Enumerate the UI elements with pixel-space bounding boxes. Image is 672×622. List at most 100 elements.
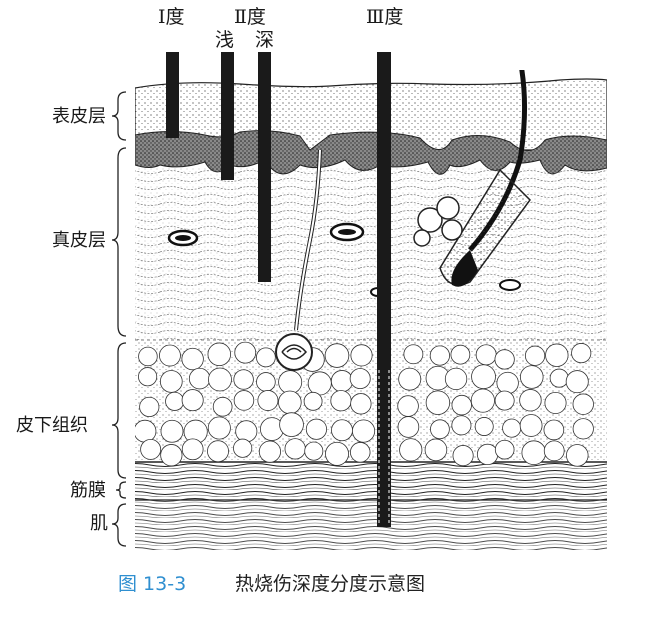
fat-cell [233,369,254,390]
second-degree-label: Ⅱ度 [234,6,266,28]
fat-cell [470,388,495,413]
fat-cell [278,370,303,395]
fat-cell [207,416,231,440]
subcutaneous-brace [111,342,127,479]
first-degree-label: Ⅰ度 [158,6,185,28]
fat-cell [430,419,450,440]
fascia-label: 筋膜 [70,480,106,501]
fat-cell [350,344,373,367]
sebaceous-gland [413,196,463,247]
fat-cell [471,364,496,390]
fat-cell [444,367,468,391]
fat-cell [181,389,204,412]
dermis-brace [111,147,127,337]
figure-number: 图 13-3 [118,573,186,595]
fat-cell [234,341,257,364]
fat-cell [207,342,232,367]
fat-cell [476,443,499,466]
fat-cell [160,444,183,467]
fat-cell [521,440,547,466]
fat-cell [331,419,353,442]
blood-vessel [499,279,521,291]
fat-cell [424,438,448,462]
fat-cell [545,343,569,367]
fat-cell [519,389,542,412]
fat-cell [188,367,211,390]
muscle-brace [111,503,127,547]
muscle-layer [135,500,607,550]
fat-cell [494,349,515,370]
dermis-label: 真皮层 [52,230,106,251]
third-degree-label: Ⅲ度 [366,6,403,28]
fat-cell [399,438,423,462]
fat-cell [256,347,276,368]
fat-cell [397,416,420,438]
second-degree-shallow-label: 浅 [215,29,234,51]
fat-cell [349,368,371,390]
fat-cell [425,390,451,415]
fat-cell [233,438,253,458]
fat-cell [519,414,543,437]
fat-cell [181,438,204,461]
fat-cell [159,370,183,393]
fat-cell [403,344,424,365]
figure-title: 热烧伤深度分度示意图 [235,573,425,595]
sweat-gland-coil [275,333,313,371]
fat-cell [450,344,471,365]
fat-cell [494,390,515,411]
fat-cell [349,442,371,463]
fat-cell [451,415,472,436]
fat-cell [451,394,472,416]
fat-cell [549,368,569,388]
second-degree-deep-label: 深 [255,29,274,51]
fat-cell [304,441,324,461]
fat-cell [278,390,302,415]
muscle-label: 肌 [90,513,108,534]
fat-cell [330,370,354,393]
fat-cell [351,419,376,443]
fat-cell [543,440,565,462]
fat-cell [475,344,497,366]
fat-cell [160,419,184,443]
fat-cell [235,420,258,443]
first-degree-probe [166,52,179,138]
fat-cell [398,367,422,391]
fascia-layer [135,462,607,500]
fat-cell [258,440,281,463]
fat-cell [165,391,185,411]
fat-cell [502,418,522,438]
fat-cell [279,412,304,437]
fat-cell [159,344,181,367]
fat-cell [571,343,592,364]
fat-cell [572,393,594,415]
fat-cell [452,445,474,467]
second-degree-shallow-probe [221,52,234,180]
epidermis-label: 表皮层 [52,106,106,127]
basal-layer [135,130,607,175]
fat-cell [139,396,160,418]
fat-cell [257,390,279,411]
fat-cell [208,367,232,392]
fascia-brace [115,481,127,499]
fat-cell [324,343,350,368]
third-degree-probe [377,52,391,527]
fat-cell [524,345,546,366]
fat-cell [325,441,349,466]
fat-cell [212,396,233,417]
subcutaneous-label: 皮下组织 [16,415,88,436]
second-degree-deep-probe [258,52,271,282]
fat-cell [305,418,328,440]
fat-cell [494,439,515,460]
epidermis-brace [111,91,127,141]
fat-cell [565,370,589,394]
fat-cell [256,372,276,392]
fat-cell [207,440,229,463]
fat-cell [307,371,332,396]
fat-cell [566,444,589,467]
fat-cell [474,417,494,436]
fat-cell [350,393,372,415]
fat-cell [284,438,306,460]
fat-cell [397,395,419,417]
fat-cell [429,345,450,366]
